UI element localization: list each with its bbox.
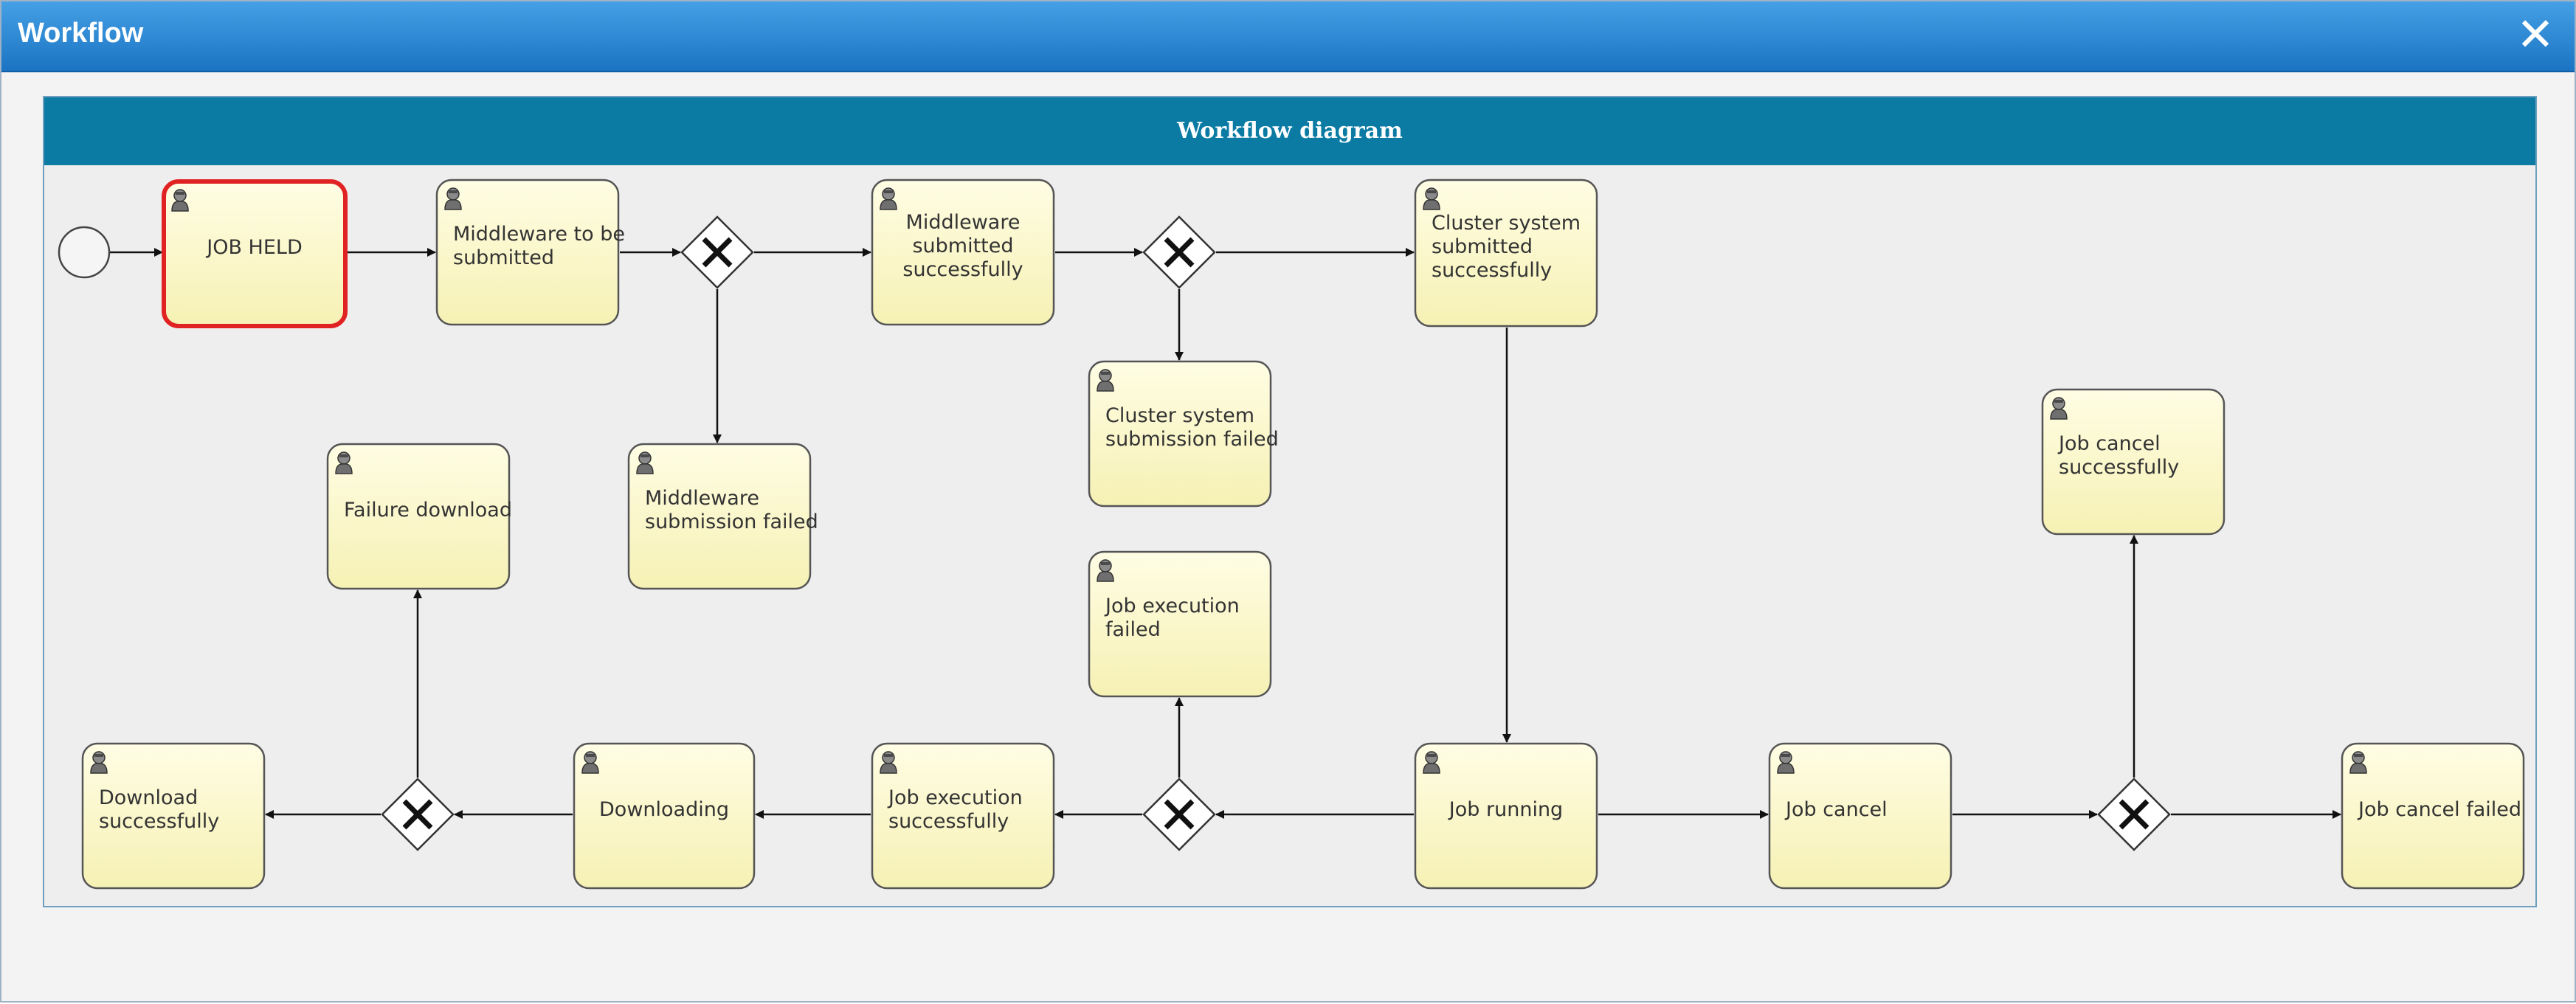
task-label: successfully [2059, 456, 2179, 479]
task-box [1414, 742, 1598, 890]
task-box [1768, 742, 1952, 890]
task-label: Job running [1448, 798, 1563, 821]
task-box [1414, 179, 1598, 328]
task-label: Middleware to be [453, 223, 625, 246]
user-task-icon [1423, 751, 1440, 774]
exclusive-gateway-gw4[interactable] [381, 778, 455, 851]
user-task-icon [2349, 751, 2367, 774]
task-box [573, 742, 756, 890]
exclusive-gateway-gw1[interactable] [680, 215, 754, 289]
task-label: submitted [453, 246, 554, 269]
window-title: Workflow [18, 18, 144, 49]
user-task-icon [1423, 187, 1440, 210]
task-box [2041, 388, 2225, 536]
user-task-icon [444, 187, 462, 210]
task-label: submission failed [645, 510, 818, 533]
task-box [627, 443, 812, 590]
task-label: successfully [888, 810, 1009, 833]
task-box [162, 179, 348, 328]
exclusive-gateway-gw5[interactable] [2097, 778, 2171, 851]
user-task-icon [880, 187, 897, 210]
panel-title: Workflow diagram [44, 97, 2535, 165]
task-label: Middleware [645, 487, 759, 510]
task-label: JOB HELD [205, 236, 303, 259]
task-box [326, 443, 511, 590]
task-job-running[interactable]: Job running [1414, 742, 1598, 890]
task-box [871, 742, 1055, 890]
user-task-icon [1097, 369, 1114, 392]
gateway-x-icon [1164, 799, 1195, 830]
task-label: Job cancel [1784, 798, 1888, 821]
user-task-icon [1777, 751, 1795, 774]
task-job-cancel-failed[interactable]: Job cancel failed [2341, 742, 2525, 890]
task-label: submitted [912, 235, 1013, 257]
exclusive-gateway-gw3[interactable] [1142, 778, 1216, 851]
user-task-icon [171, 189, 189, 212]
task-label: Downloading [599, 798, 729, 821]
start-event[interactable] [58, 226, 111, 279]
close-icon[interactable]: ✕ [2516, 7, 2555, 61]
task-label: Failure download [344, 499, 512, 522]
task-box [1088, 550, 1272, 698]
task-label: submission failed [1105, 428, 1279, 451]
task-label: submitted [1432, 235, 1533, 258]
user-task-icon [1097, 559, 1114, 582]
task-label: Job execution [887, 786, 1023, 809]
task-box [81, 742, 266, 890]
user-task-icon [880, 751, 897, 774]
task-box [871, 179, 1055, 326]
task-label: successfully [99, 810, 219, 833]
task-box [1088, 360, 1272, 508]
task-label: Job cancel failed [2357, 798, 2521, 821]
exclusive-gateway-gw2[interactable] [1142, 215, 1216, 289]
gateway-x-icon [402, 799, 433, 830]
task-label: Download [99, 786, 198, 809]
task-label: Job cancel [2057, 432, 2161, 455]
gateway-x-icon [2119, 799, 2149, 830]
task-label: successfully [1432, 259, 1552, 282]
task-job-cancel[interactable]: Job cancel [1768, 742, 1952, 890]
task-label: Job execution [1104, 595, 1240, 617]
user-task-icon [581, 751, 599, 774]
task-downloading[interactable]: Downloading [573, 742, 756, 890]
user-task-icon [2050, 397, 2068, 420]
task-label: Cluster system [1432, 212, 1581, 235]
user-task-icon [335, 451, 353, 474]
task-label: successfully [902, 258, 1023, 281]
task-label: Cluster system [1105, 404, 1254, 427]
user-task-icon [636, 451, 654, 474]
task-box [435, 179, 620, 326]
task-box [2341, 742, 2525, 890]
user-task-icon [90, 751, 108, 774]
task-job-held[interactable]: JOB HELD [162, 179, 348, 328]
gateway-x-icon [702, 237, 733, 268]
task-label: failed [1105, 618, 1161, 641]
task-label: Middleware [906, 211, 1021, 234]
gateway-x-icon [1164, 237, 1195, 268]
task-failure-download[interactable]: Failure download [326, 443, 512, 590]
window-titlebar[interactable]: Workflow ✕ [1, 1, 2575, 72]
